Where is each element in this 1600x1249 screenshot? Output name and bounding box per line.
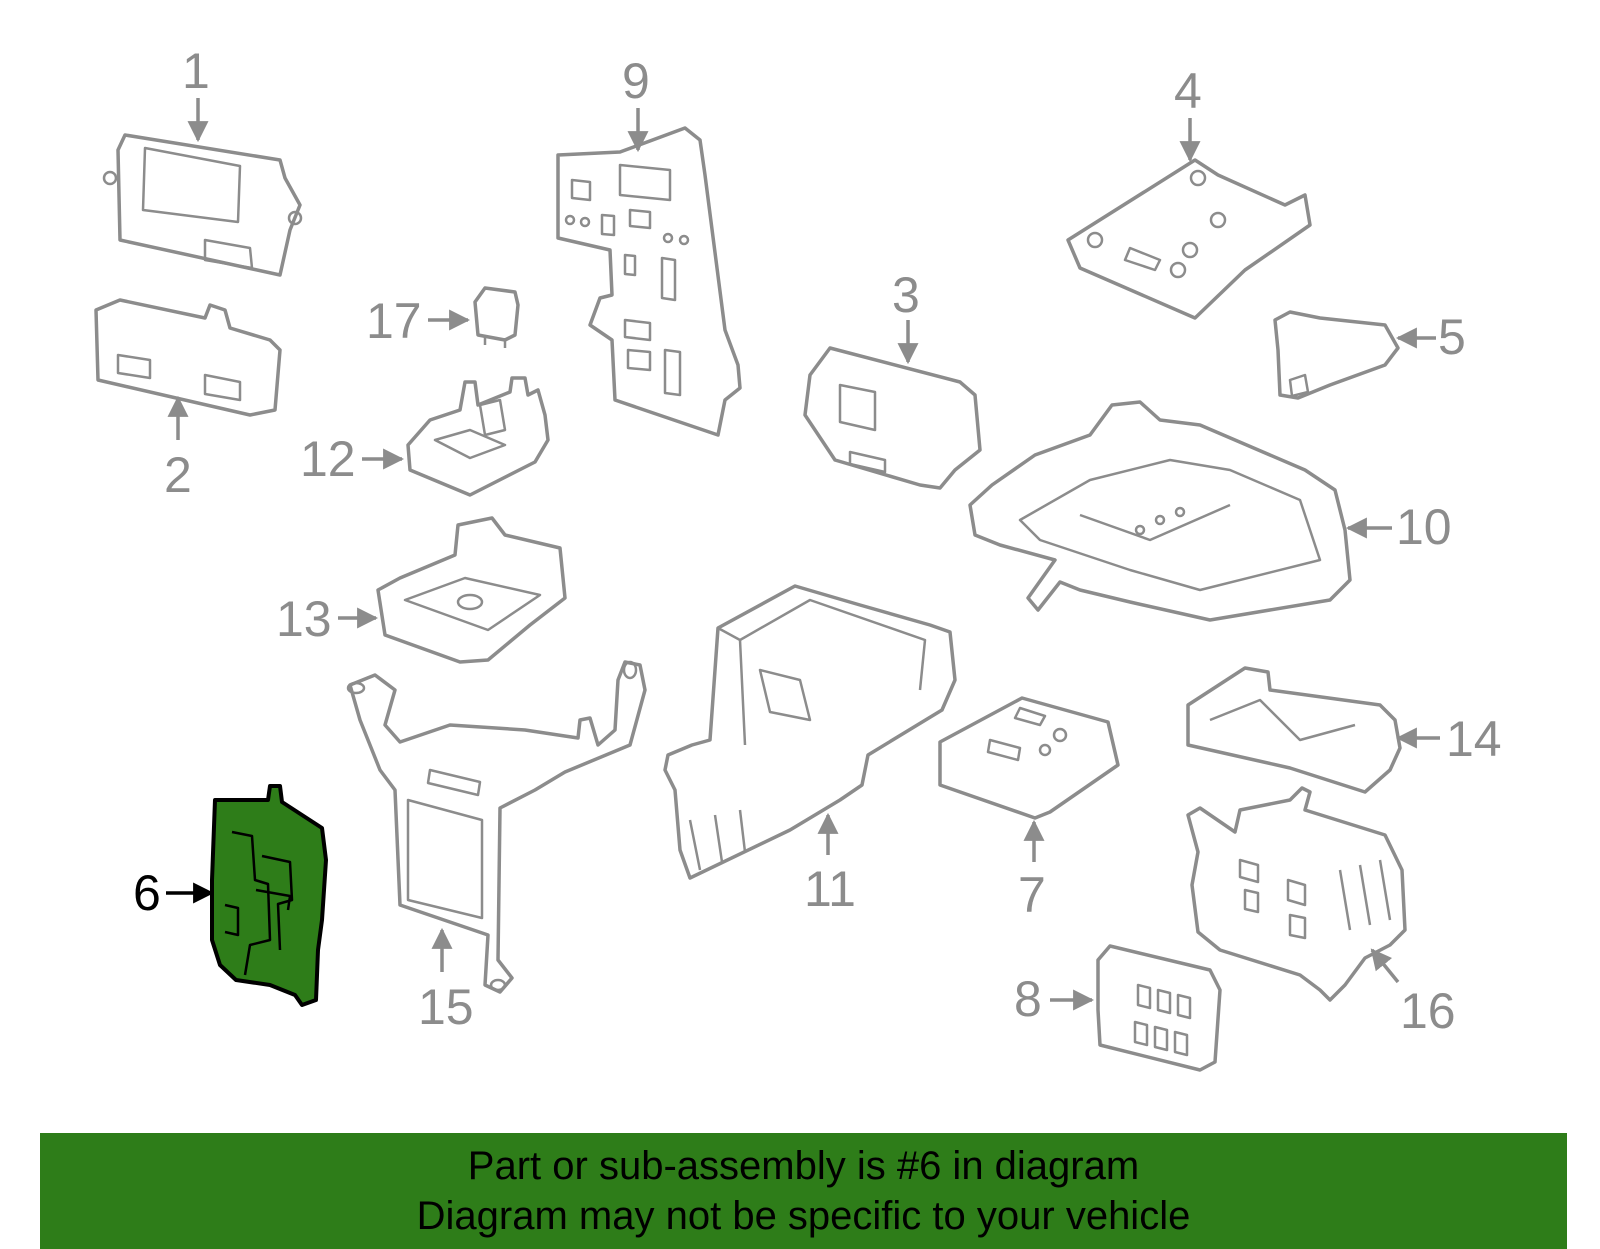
- callout-label-15: 15: [418, 979, 474, 1035]
- part-3-module[interactable]: [803, 346, 982, 490]
- part-4-bracket[interactable]: [1066, 158, 1312, 320]
- callout-label-4: 4: [1174, 63, 1202, 119]
- part-12-relay-holder[interactable]: [406, 376, 550, 497]
- part-2-module[interactable]: [94, 298, 282, 417]
- callout-label-13: 13: [276, 591, 332, 647]
- callout-arrow-16: [1370, 948, 1400, 984]
- callout-label-17: 17: [366, 293, 422, 349]
- part-15-bracket[interactable]: [346, 660, 647, 994]
- part-1-module[interactable]: [102, 133, 303, 277]
- callout-label-1: 1: [182, 43, 210, 99]
- callout-label-7: 7: [1018, 867, 1046, 923]
- callout-label-9: 9: [622, 53, 650, 109]
- callout-label-16: 16: [1400, 983, 1456, 1039]
- callout-label-3: 3: [892, 267, 920, 323]
- callout-label-12: 12: [300, 431, 356, 487]
- part-14-bracket[interactable]: [1186, 666, 1402, 794]
- callout-label-10: 10: [1396, 499, 1452, 555]
- part-11-housing[interactable]: [663, 584, 957, 880]
- callout-label-8: 8: [1014, 971, 1042, 1027]
- callout-label-11: 11: [804, 861, 856, 917]
- part-8-fuse-block[interactable]: [1096, 944, 1222, 1072]
- part-9-bracket[interactable]: [556, 126, 742, 437]
- callout-label-6: 6: [133, 865, 161, 921]
- banner-line-1: Part or sub-assembly is #6 in diagram: [467, 1144, 1140, 1188]
- callout-label-14: 14: [1446, 711, 1502, 767]
- part-5-sensor[interactable]: [1273, 310, 1400, 400]
- part-16-fuse-box[interactable]: [1186, 786, 1407, 1002]
- part-13-cover[interactable]: [376, 516, 567, 664]
- part-17-relay[interactable]: [473, 286, 520, 348]
- info-banner: Part or sub-assembly is #6 in diagram Di…: [40, 1133, 1567, 1249]
- banner-line-2: Diagram may not be specific to your vehi…: [416, 1194, 1191, 1238]
- callout-label-5: 5: [1438, 309, 1466, 365]
- part-7-module[interactable]: [938, 696, 1120, 820]
- part-10-tray[interactable]: [968, 400, 1352, 622]
- callout-label-2: 2: [164, 447, 192, 503]
- part-6-highlighted-module[interactable]: [210, 784, 328, 1007]
